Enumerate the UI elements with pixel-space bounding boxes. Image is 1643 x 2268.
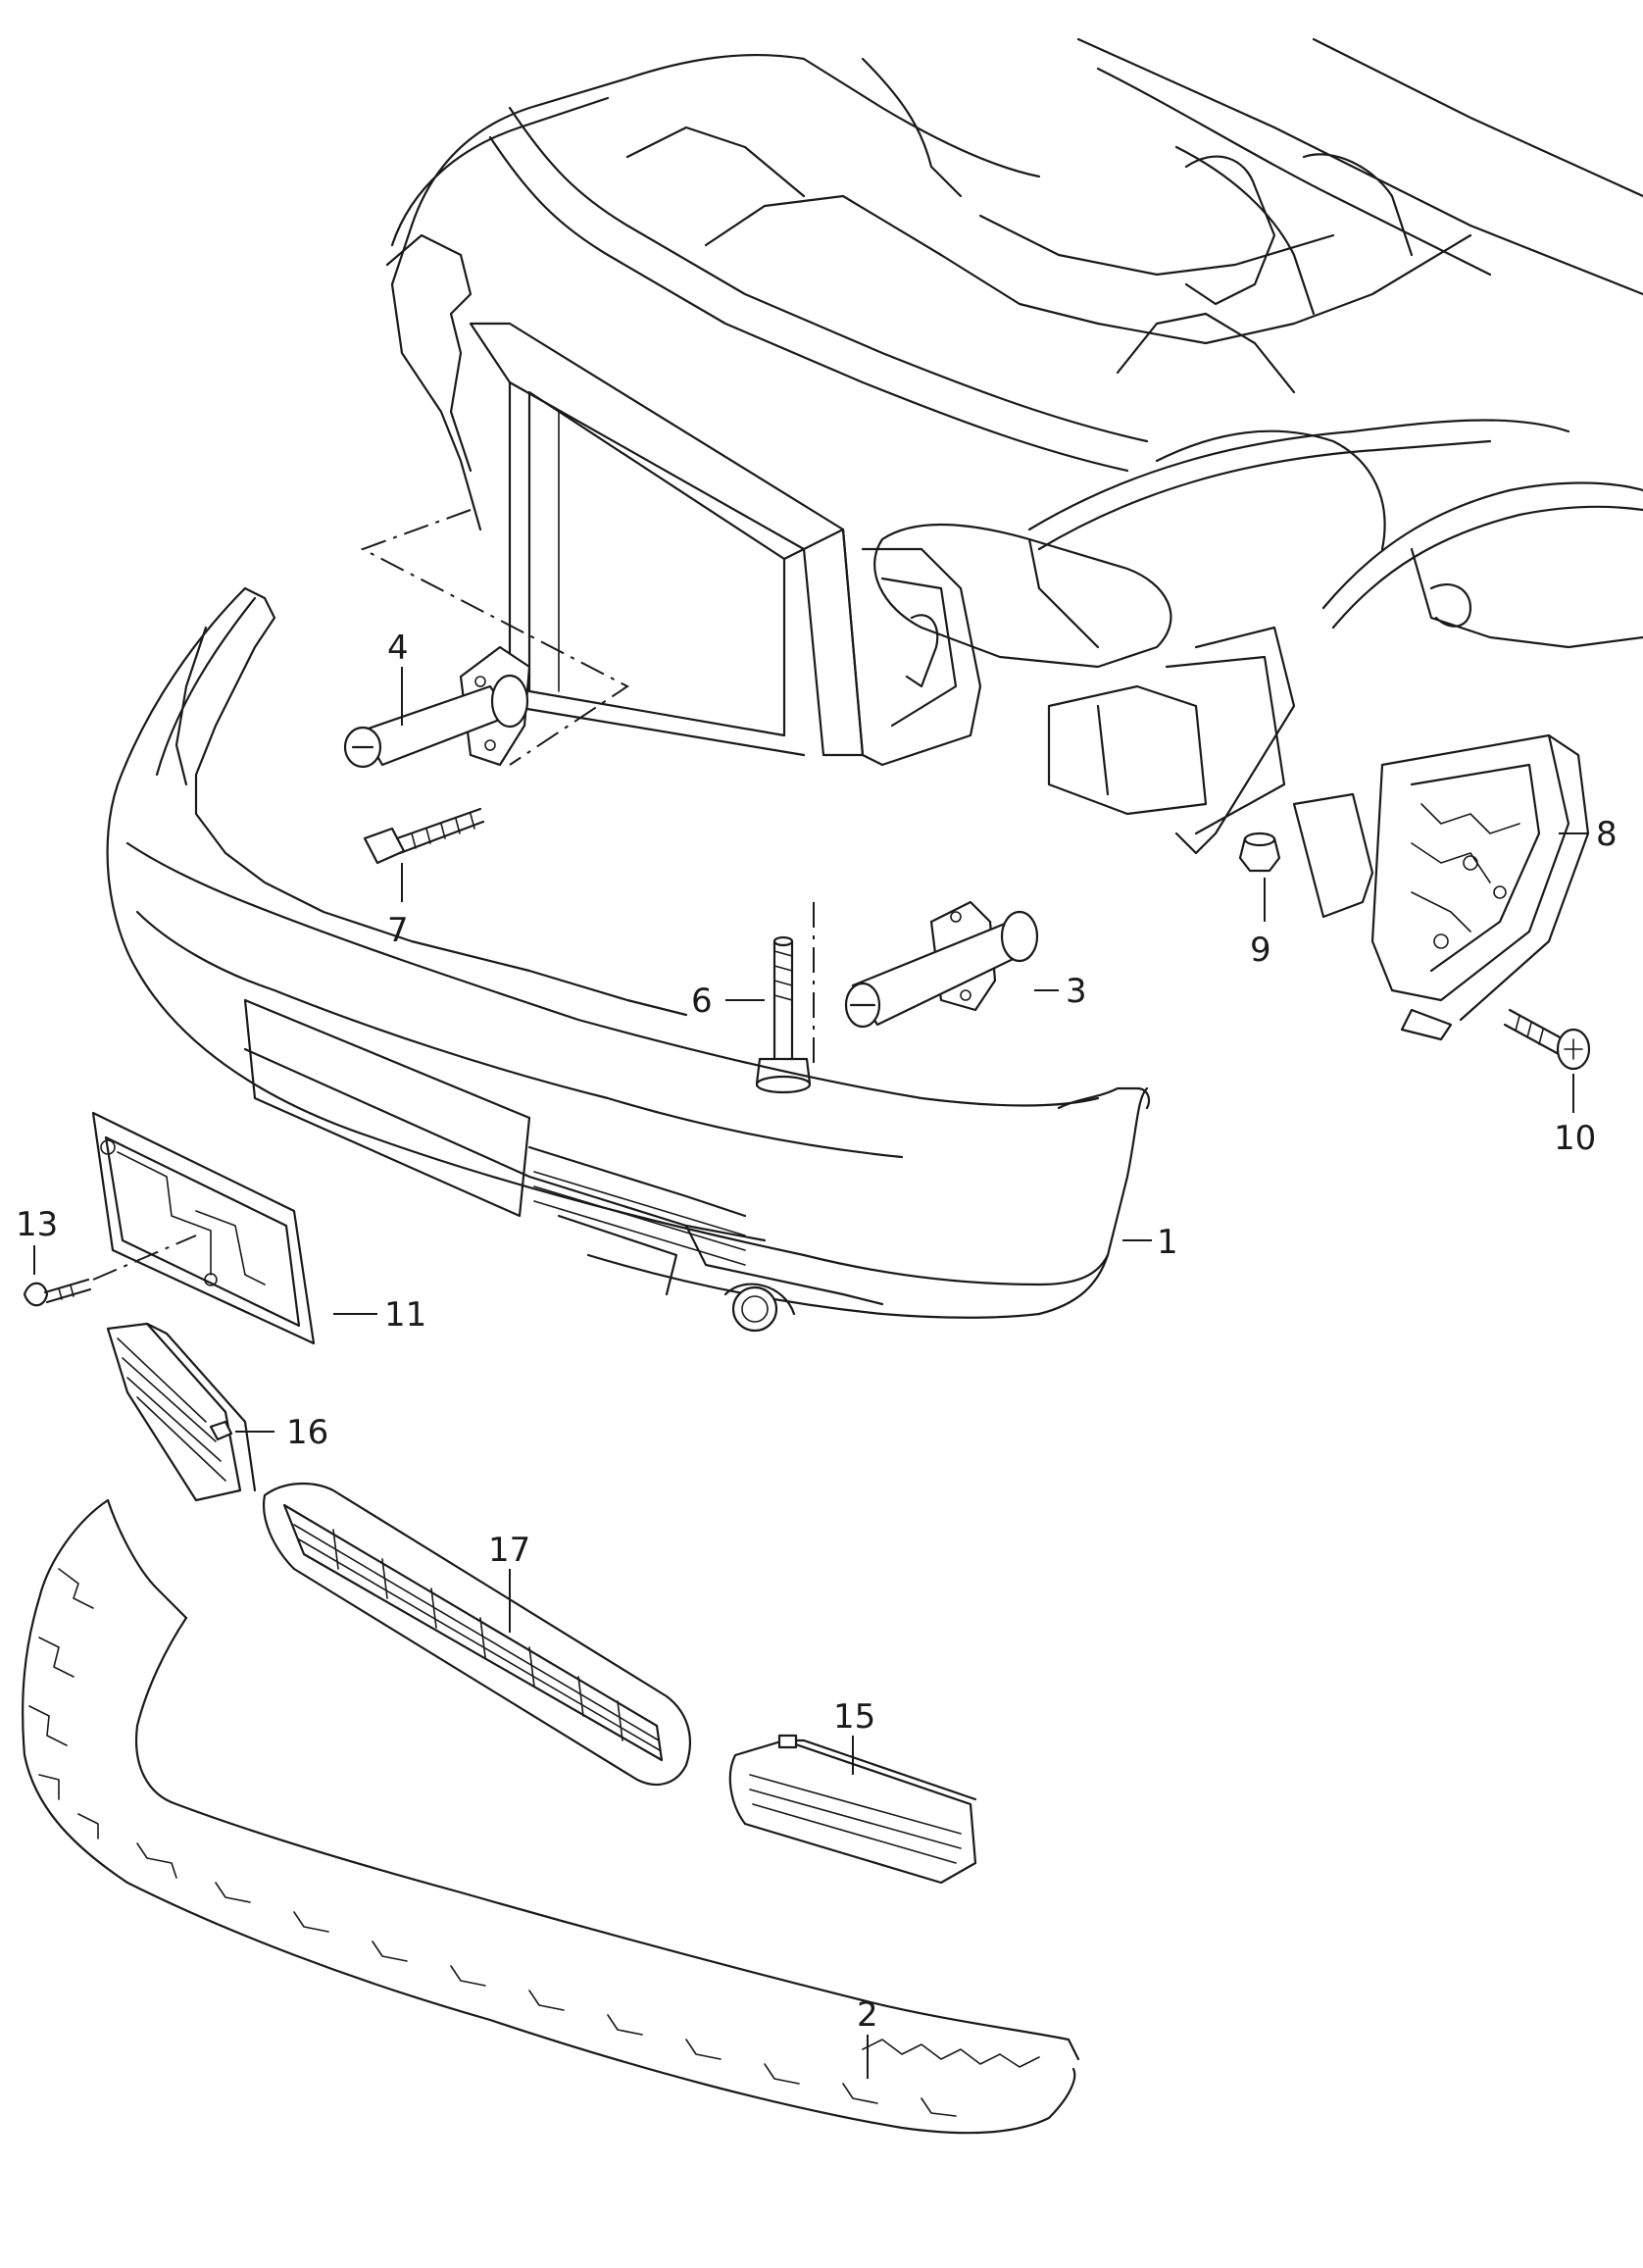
callout-labels: 4 7 6 3 1 9 8 10 11 13 16 17 15 2 [16,629,1618,2035]
side-grille-part-15 [728,1734,977,1885]
callout-6: 6 [691,982,713,1021]
clip-part-9 [1238,832,1281,873]
callout-7: 7 [387,911,409,950]
callout-13: 13 [16,1205,58,1244]
bolt-part-7 [363,807,485,865]
towing-eye-part-3 [844,900,1039,1029]
leader-lines [33,667,1588,2079]
callout-4: 4 [387,629,409,668]
long-bolt-part-6 [755,935,812,1094]
callout-8: 8 [1596,815,1618,854]
screw-part-13 [23,1235,197,1307]
callout-2: 2 [857,1995,878,2035]
callout-17: 17 [488,1531,530,1570]
callout-15: 15 [833,1697,875,1737]
callout-10: 10 [1554,1119,1596,1158]
bumper-cover-part-1 [106,586,1151,1333]
towing-eye-part-4 [343,645,531,769]
callout-11: 11 [384,1295,426,1335]
center-grille-part-17 [262,1482,691,1787]
license-plate-base-part-11 [91,1111,316,1345]
side-grille-part-16 [106,1322,257,1502]
bumper-bracket-part-8 [1292,733,1590,1041]
callout-16: 16 [286,1413,328,1452]
callout-9: 9 [1250,931,1271,970]
vehicle-front-body [360,37,1643,1069]
callout-3: 3 [1066,972,1087,1011]
spoiler-part-2 [22,1498,1080,2135]
callout-1: 1 [1157,1223,1178,1262]
screw-part-10 [1503,1008,1591,1071]
